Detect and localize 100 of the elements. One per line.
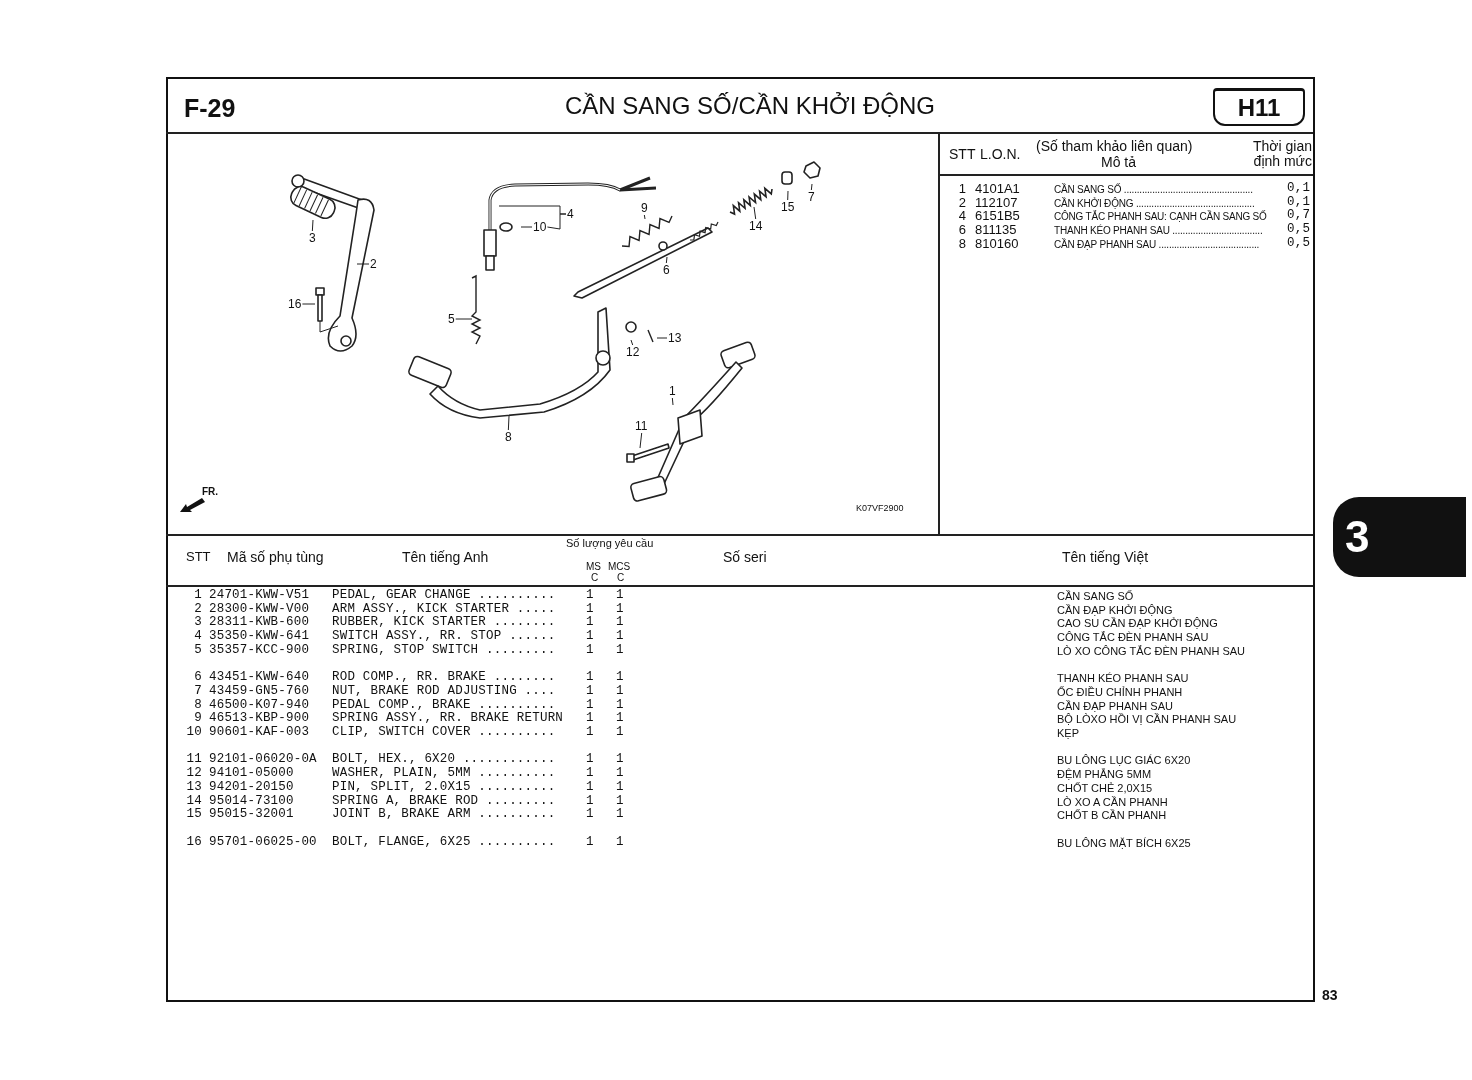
callout-number: 4 — [567, 207, 574, 221]
row-number: 9 — [193, 712, 202, 726]
callout-number: 11 — [635, 419, 648, 433]
part-name: JOINT B, BRAKE ARM .......... — [332, 808, 556, 822]
quantity: 1 — [616, 808, 624, 822]
quantity: 1 — [586, 643, 594, 658]
row-number: 8 — [193, 698, 202, 712]
callout-number: 15 — [781, 200, 795, 214]
quantity: 1 — [586, 616, 594, 630]
part-name: KẸP — [1057, 727, 1079, 740]
leader-line — [643, 214, 646, 220]
part-name: CHỐT CHẺ 2,0X15 — [1057, 781, 1153, 794]
leader-line — [356, 263, 370, 265]
quantity: 1 — [616, 671, 624, 685]
row-number: 10 — [185, 726, 202, 740]
quantity: 1 — [616, 684, 624, 699]
part-name: WASHER, PLAIN, 5MM .......... — [332, 767, 556, 781]
callout-number: 9 — [641, 201, 648, 215]
column-header: Số seri — [723, 550, 767, 566]
quantity: 1 — [616, 726, 624, 740]
column-header: STT — [186, 550, 211, 565]
column-header: Thời gian định mức — [1252, 139, 1312, 170]
part-name: SPRING ASSY., RR. BRAKE RETURN — [332, 712, 564, 726]
leader-line — [507, 415, 510, 431]
part-name: ROD COMP., RR. BRAKE ........ — [332, 671, 556, 685]
operation-description: CÔNG TẮC PHANH SAU: CẠNH CẦN SANG SỐ — [1054, 211, 1267, 223]
row-number: 3 — [193, 616, 202, 630]
part-number: 92101-06020-0A — [209, 753, 317, 767]
part-name: ARM ASSY., KICK STARTER ..... — [332, 602, 556, 616]
quantity: 1 — [586, 835, 594, 850]
part-number: 43459-GN5-760 — [209, 684, 310, 699]
leader-line — [671, 397, 674, 406]
leader-line — [810, 183, 813, 191]
part-number: 95014-73100 — [209, 794, 294, 808]
page-number: 83 — [1322, 988, 1338, 1004]
row-number: 15 — [185, 808, 202, 822]
leader-line — [311, 219, 314, 232]
row-number: 2 — [193, 602, 202, 616]
chapter-tab: 3 — [1333, 497, 1466, 577]
part-number: 94201-20150 — [209, 780, 294, 795]
callout-number: 1 — [669, 384, 676, 398]
labor-code: 6151B5 — [975, 209, 1020, 224]
leader-line — [665, 256, 668, 264]
column-header: L.O.N. — [980, 147, 1021, 163]
part-name: SWITCH ASSY., RR. STOP ...... — [332, 630, 556, 644]
labor-time: 0,5 — [1287, 236, 1311, 251]
column-header: Tên tiếng Việt — [1062, 550, 1149, 566]
row-number: 5 — [193, 643, 202, 658]
part-name: THANH KÉO PHANH SAU — [1057, 672, 1189, 685]
column-header: C — [591, 572, 599, 583]
labor-time: 0,1 — [1287, 195, 1311, 209]
row-number: 16 — [185, 835, 202, 850]
quantity: 1 — [586, 753, 594, 767]
labor-code: 811135 — [975, 223, 1017, 238]
callout-number: 8 — [505, 430, 512, 444]
quantity: 1 — [616, 780, 624, 795]
part-name: BU LÔNG LỤC GIÁC 6X20 — [1057, 754, 1191, 767]
part-name: SPRING, STOP SWITCH ......... — [332, 643, 556, 658]
row-number: 4 — [957, 209, 966, 224]
leader-line — [455, 318, 473, 320]
callout-number: 2 — [370, 257, 377, 271]
quantity: 1 — [586, 671, 594, 685]
part-name: PEDAL, GEAR CHANGE .......... — [332, 589, 556, 603]
column-header: Mã số phụ tùng — [227, 550, 324, 566]
callout-number: 6 — [663, 263, 670, 277]
row-number: 13 — [185, 780, 202, 795]
callout-number: 12 — [626, 345, 640, 359]
labor-time: 0,1 — [1287, 182, 1311, 196]
quantity: 1 — [586, 794, 594, 808]
part-number: 43451-KWW-640 — [209, 671, 310, 685]
part-name: LÒ XO CÔNG TẮC ĐÈN PHANH SAU — [1057, 644, 1246, 657]
labor-code: 4101A1 — [975, 182, 1020, 197]
quantity: 1 — [586, 589, 594, 603]
operation-description: CẦN KHỞI ĐỘNG .............................................. — [1054, 197, 1255, 209]
column-header: MS — [586, 561, 601, 572]
part-name: PEDAL COMP., BRAKE .......... — [332, 698, 556, 712]
part-number: 24701-KWW-V51 — [209, 589, 310, 603]
part-name: ỐC ĐIỀU CHỈNH PHANH — [1057, 685, 1183, 698]
part-name: CÔNG TẮC ĐÈN PHANH SAU — [1057, 631, 1209, 644]
row-number: 14 — [185, 794, 202, 808]
quantity: 1 — [616, 589, 624, 603]
callout-number: 16 — [288, 297, 302, 311]
row-number: 1 — [957, 182, 966, 197]
labor-time: 0,5 — [1287, 223, 1311, 237]
quantity: 1 — [616, 643, 624, 658]
row-number: 8 — [957, 236, 966, 252]
part-name: LÒ XO A CẦN PHANH — [1057, 795, 1168, 808]
callout-number: 7 — [808, 190, 815, 204]
part-name: RUBBER, KICK STARTER ........ — [332, 616, 556, 630]
quantity: 1 — [586, 808, 594, 822]
labor-code: 810160 — [975, 236, 1019, 252]
part-name: CẦN SANG SỐ — [1057, 590, 1134, 603]
figure-number: K07VF2900 — [856, 504, 904, 514]
part-number: 28311-KWB-600 — [209, 616, 310, 630]
part-name: ĐỆM PHẲNG 5MM — [1057, 768, 1152, 781]
row-number: 1 — [193, 589, 202, 603]
quantity: 1 — [616, 602, 624, 616]
part-name: BOLT, HEX., 6X20 ............ — [332, 753, 556, 767]
callout-number: 5 — [448, 312, 455, 326]
leader-line — [753, 206, 757, 220]
